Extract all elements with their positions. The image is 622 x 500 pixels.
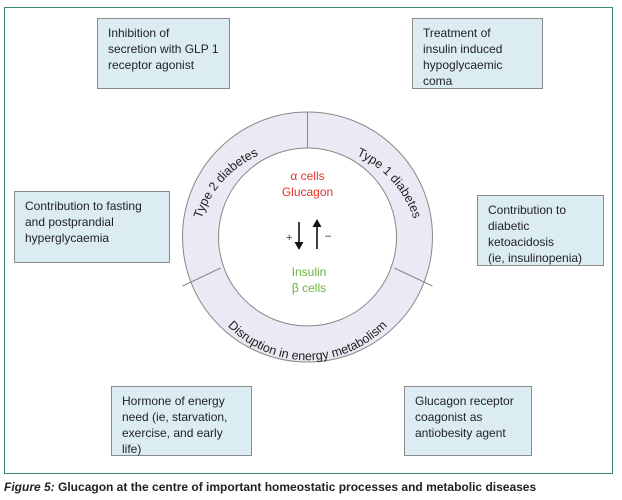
divider-right bbox=[394, 267, 433, 287]
box-hyperglycaemia: Contribution to fasting and postprandial… bbox=[14, 191, 170, 263]
box-ketoacidosis: Contribution to diabetic ketoacidosis (i… bbox=[477, 195, 604, 266]
box-antiobesity-text: Glucagon receptor coagonist as antiobesi… bbox=[415, 394, 514, 440]
glucagon-label: Glucagon bbox=[282, 185, 333, 199]
box-ketoacidosis-text: Contribution to diabetic ketoacidosis (i… bbox=[488, 203, 583, 265]
divider-left bbox=[182, 267, 221, 287]
minus-sign: – bbox=[325, 230, 332, 242]
insulin-label: Insulin bbox=[292, 265, 327, 279]
beta-cells-label: β cells bbox=[292, 281, 326, 295]
figure-caption: Figure 5: Glucagon at the centre of impo… bbox=[4, 480, 616, 494]
box-antiobesity: Glucagon receptor coagonist as antiobesi… bbox=[404, 386, 532, 456]
box-hyperglycaemia-text: Contribution to fasting and postprandial… bbox=[25, 199, 142, 245]
figure-caption-text: Glucagon at the centre of important home… bbox=[58, 480, 537, 494]
plus-sign: + bbox=[286, 232, 292, 244]
up-arrow-icon bbox=[312, 219, 322, 249]
box-energy-need: Hormone of energy need (ie, starvation, … bbox=[111, 386, 252, 456]
down-arrow-icon bbox=[294, 222, 304, 250]
box-glp1-inhibition-text: Inhibition of secretion with GLP 1 recep… bbox=[108, 26, 219, 72]
box-energy-need-text: Hormone of energy need (ie, starvation, … bbox=[122, 394, 228, 456]
box-glp1-inhibition: Inhibition of secretion with GLP 1 recep… bbox=[97, 18, 230, 89]
box-hypoglycaemic-coma-text: Treatment of insulin induced hypoglycaem… bbox=[423, 26, 503, 88]
figure-label: Figure 5: bbox=[4, 480, 55, 494]
alpha-cells-label: α cells bbox=[290, 169, 324, 183]
box-hypoglycaemic-coma: Treatment of insulin induced hypoglycaem… bbox=[412, 18, 543, 89]
